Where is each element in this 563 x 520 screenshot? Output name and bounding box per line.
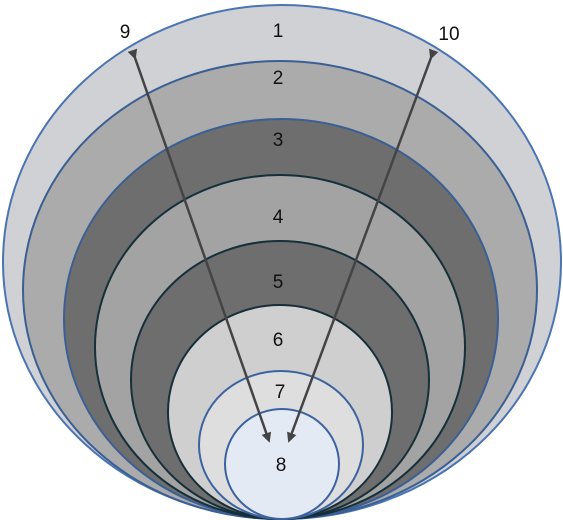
arrow-10-label: 10 — [438, 24, 459, 45]
layer-7-label: 7 — [275, 382, 286, 403]
arrow-9 — [127, 48, 272, 443]
arrow-9-label: 9 — [120, 22, 131, 43]
layer-5-label: 5 — [273, 272, 284, 293]
arrow-10 — [287, 48, 439, 443]
layer-6-label: 6 — [273, 330, 284, 351]
layer-4-label: 4 — [273, 207, 284, 228]
layer-2-label: 2 — [273, 68, 284, 89]
layer-3-label: 3 — [273, 130, 284, 151]
layer-8-label: 8 — [276, 455, 287, 476]
layer-1-label: 1 — [273, 21, 284, 42]
